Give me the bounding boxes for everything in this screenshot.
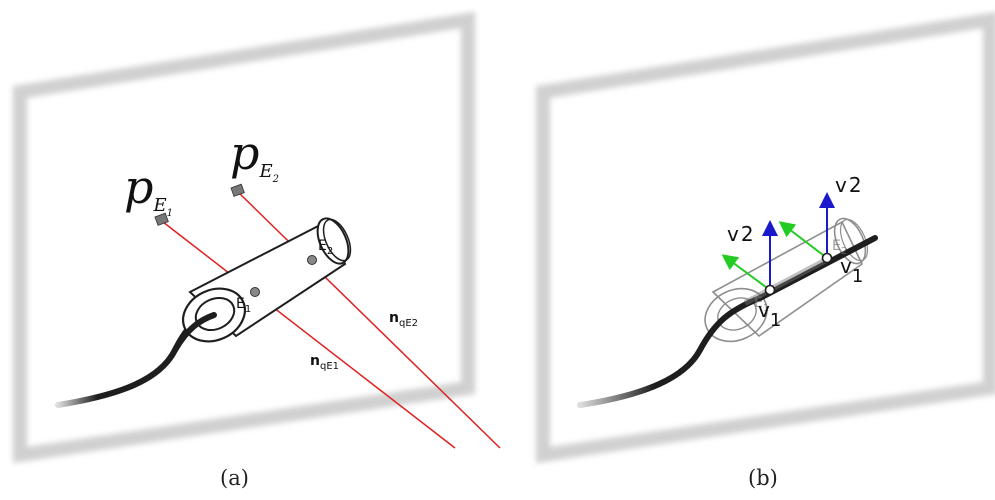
normal-label-e2: nqE2: [389, 310, 418, 329]
point-marker-e1: [154, 212, 169, 226]
normal-label-e1: nqE1: [310, 353, 339, 372]
probe-end-outer-a: [316, 217, 350, 265]
probe-end-ring-b: [839, 218, 869, 262]
probe-a: [182, 217, 352, 343]
electrode-e2-label-b: E2: [832, 238, 847, 257]
point-label-e1: pE1: [124, 160, 173, 219]
v1-label-right: v1: [840, 254, 863, 287]
probe-body-b: [711, 220, 864, 338]
normal-line-e1: [162, 221, 456, 449]
probe-opening-outer-b: [704, 287, 768, 343]
wall-frame-a: [13, 11, 475, 464]
electrode-e1-a: [250, 287, 260, 297]
cable-core-overlay-b: [743, 255, 832, 306]
green-vector-e2: [778, 221, 828, 259]
green-vector-e1: [721, 254, 771, 291]
point-marker-e2: [230, 183, 245, 197]
caption-b: (b): [748, 466, 778, 490]
electrode-e2-b: [821, 252, 833, 264]
probe-b: [704, 217, 869, 343]
electrode-e1-b: [764, 284, 776, 296]
wall-frame-b: [536, 12, 995, 464]
cable-b: [577, 235, 878, 408]
probe-end-b: [833, 217, 867, 265]
electrode-e2-label-a: E2: [318, 238, 333, 257]
panel-a: E1 E2 pE1 pE2 nqE1 nqE2 (a): [13, 11, 501, 490]
electrode-e1-label-b: E1: [754, 295, 769, 314]
probe-end-ring-a: [322, 218, 352, 262]
point-label-e2: pE2: [230, 126, 279, 185]
normal-line-e2: [237, 191, 501, 449]
v1-label-left: v1: [758, 298, 781, 331]
electrode-e1-label-a: E1: [236, 296, 251, 315]
cable-in-probe-a: [172, 312, 217, 353]
caption-a: (a): [220, 466, 249, 490]
electrode-e2-a: [307, 255, 317, 265]
